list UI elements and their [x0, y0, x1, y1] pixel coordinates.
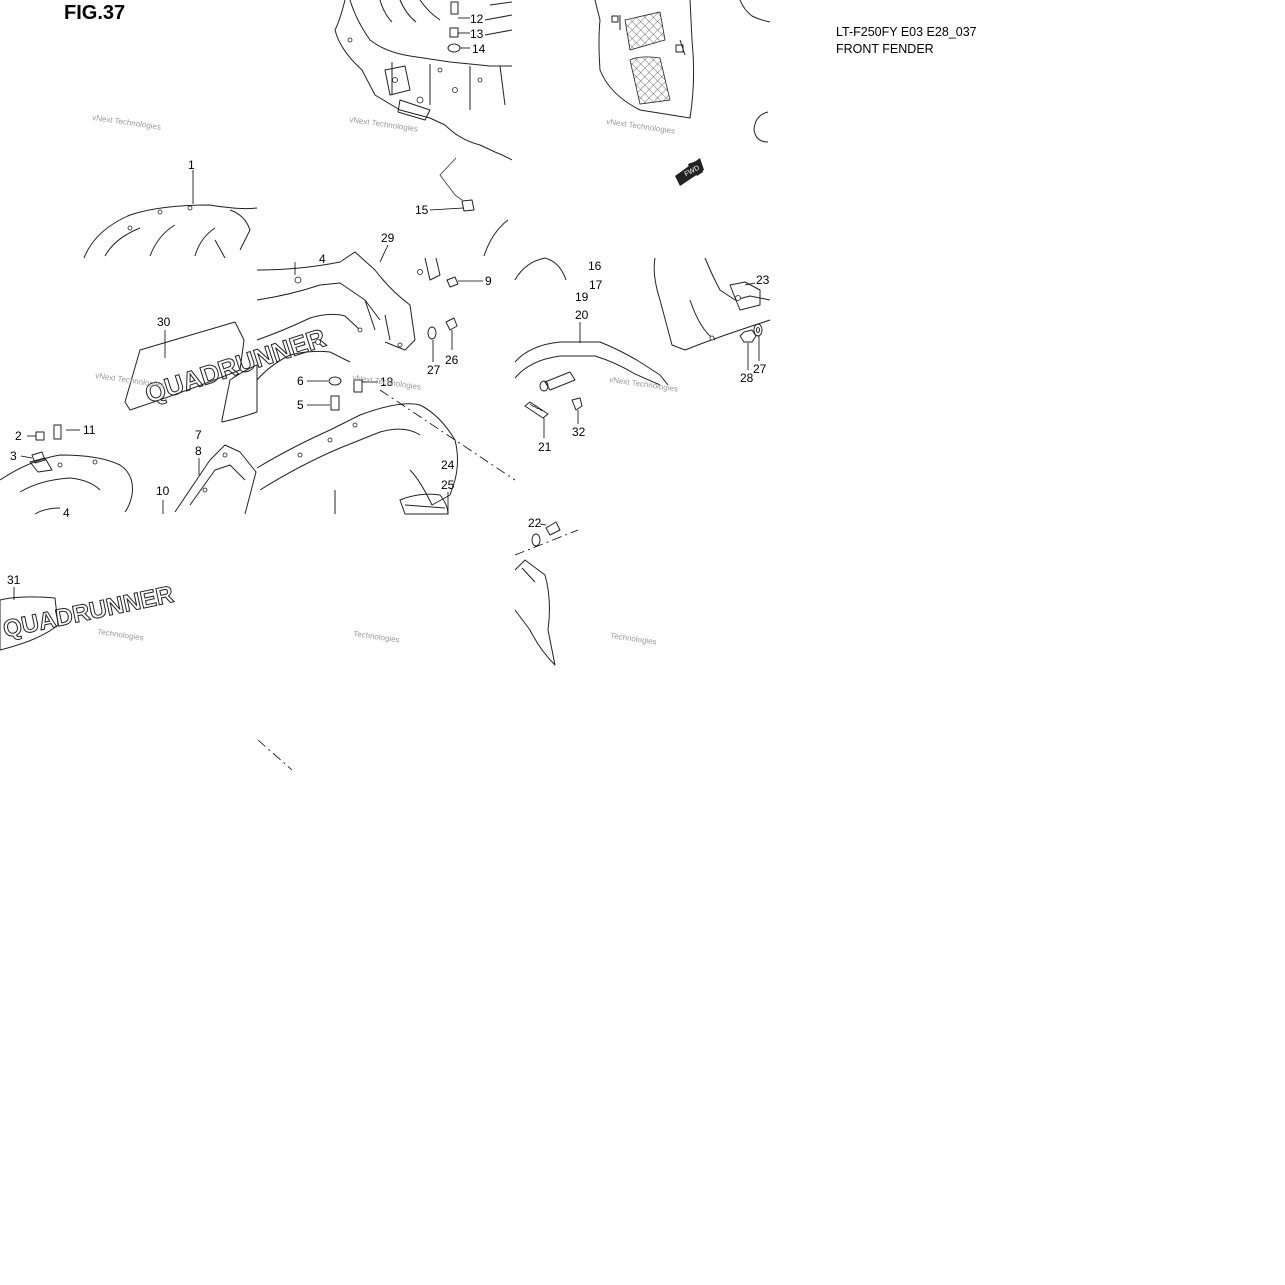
callout-16: 16 [588, 259, 602, 273]
stay-part [514, 257, 567, 281]
callout-15: 15 [415, 203, 429, 217]
rear-fender-main-part [256, 251, 416, 381]
callout-29: 29 [381, 231, 395, 245]
callout-6: 6 [297, 374, 304, 388]
front-fender-part [83, 204, 258, 259]
watermark-2: vNext Technologies [349, 115, 419, 134]
callout-22: 22 [528, 516, 542, 530]
hose-edge-part [483, 219, 509, 257]
callout-4b: 4 [63, 506, 70, 520]
figure-title: FIG.37 [64, 2, 126, 24]
bolt-9 [446, 276, 459, 288]
guard-24-25-part [399, 493, 449, 515]
decal-18-part [221, 364, 258, 423]
callout-27b: 27 [753, 362, 767, 376]
callout-14: 14 [472, 42, 486, 56]
front-fender-lower-part [0, 454, 133, 515]
callout-27a: 27 [427, 363, 441, 377]
bolt-11 [53, 424, 62, 440]
bolt-12 [450, 1, 470, 19]
bracket-7-8-part [174, 444, 257, 515]
callout-3: 3 [10, 449, 17, 463]
callout-26: 26 [445, 353, 459, 367]
callout-31: 31 [7, 573, 21, 587]
callout-9: 9 [485, 274, 492, 288]
callout-13: 13 [470, 27, 484, 41]
watermark-9: Technologies [610, 631, 658, 646]
small-bracket-part [417, 257, 441, 281]
decal-31-part: QUADRUNNER [0, 580, 176, 651]
callout-32: 32 [572, 425, 586, 439]
clip-32 [571, 397, 583, 411]
spacer-13 [449, 27, 470, 38]
decal-30-part: QUADRUNNER [124, 321, 330, 411]
callout-7: 7 [195, 428, 202, 442]
callout-19: 19 [575, 290, 589, 304]
watermark-3: vNext Technologies [606, 117, 676, 136]
callout-12: 12 [470, 12, 484, 26]
callout-4a: 4 [319, 252, 326, 266]
callout-23: 23 [756, 273, 770, 287]
callout-11: 11 [83, 423, 96, 437]
washer-27-right [753, 323, 763, 337]
callout-24: 24 [441, 458, 455, 472]
callout-17: 17 [589, 278, 603, 292]
callout-20: 20 [575, 308, 589, 322]
grommet-18 [353, 379, 363, 393]
bolt-22 [531, 521, 561, 547]
callout-25: 25 [441, 478, 455, 492]
callout-21: 21 [538, 440, 552, 454]
callout-10: 10 [156, 484, 170, 498]
callout-labels: 12 13 14 1 15 29 4 9 16 17 19 20 23 30 2… [7, 12, 770, 587]
callout-30: 30 [157, 315, 171, 329]
watermark-7: Technologies [97, 627, 145, 642]
watermark-8: Technologies [353, 629, 401, 644]
mount-bracket-23-part [653, 257, 771, 351]
bolt-5 [330, 395, 340, 411]
bolt-21 [524, 401, 549, 419]
bolt-2 [35, 431, 45, 441]
bracket-clip-part [753, 111, 769, 143]
washer-27-center [427, 326, 437, 340]
callout-18: 18 [380, 375, 394, 389]
front-bar-19-20-part [514, 341, 669, 392]
frame-edge-part [739, 0, 771, 23]
callout-2: 2 [15, 429, 22, 443]
callout-8: 8 [195, 444, 202, 458]
callout-5: 5 [297, 398, 304, 412]
leader-lines [13, 157, 760, 771]
washer-6 [328, 376, 342, 386]
model-code: LT-F250FY E03 E28_037 [836, 25, 977, 39]
side-guard-part [514, 559, 556, 666]
nut-28 [739, 329, 757, 343]
watermark-1: vNext Technologies [92, 113, 162, 132]
callout-28: 28 [740, 371, 754, 385]
diagram-subtitle: FRONT FENDER [836, 42, 934, 56]
bolt-15 [461, 199, 475, 212]
callout-1: 1 [188, 158, 195, 172]
decal-30-text: QUADRUNNER [141, 322, 329, 409]
rear-fender-upper-part [334, 0, 513, 161]
fwd-arrow-icon: FWD [675, 158, 704, 186]
fender-liner-part [256, 403, 458, 514]
mud-guard-part [594, 0, 695, 119]
nut-14 [447, 43, 470, 53]
clip-3 [31, 451, 46, 464]
bolt-26 [445, 317, 458, 331]
decal-31-text: QUADRUNNER [1, 581, 176, 643]
